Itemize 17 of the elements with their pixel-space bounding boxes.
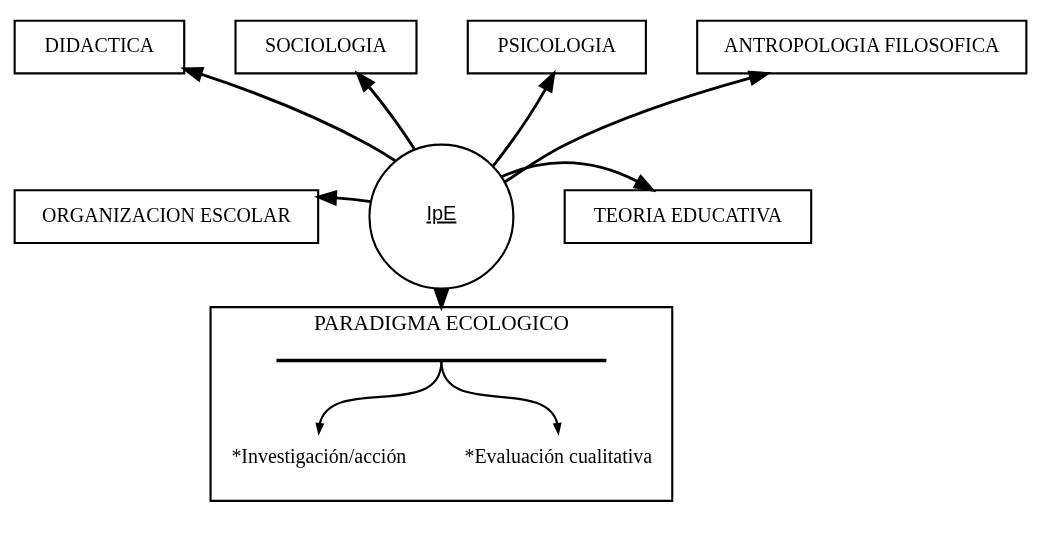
node-box: SOCIOLOGIA — [234, 19, 418, 75]
arrow — [501, 161, 657, 193]
node-box: ANTROPOLOGIA FILOSOFICA — [696, 19, 1028, 75]
arrow — [354, 70, 417, 151]
node-text: *Investigación/acción — [231, 445, 407, 468]
arrow — [180, 66, 396, 162]
arrow — [492, 69, 556, 167]
arrow — [503, 70, 772, 184]
node-box: PSICOLOGIA — [466, 19, 647, 75]
arrow — [314, 190, 371, 206]
node-box: DIDACTICA — [13, 19, 186, 75]
node-text: *Evaluación cualitativa — [464, 445, 653, 468]
node-box: TEORIA EDUCATIVA — [563, 189, 813, 245]
arrow — [440, 361, 562, 436]
node-bar — [276, 358, 607, 363]
node-box: ORGANIZACION ESCOLAR — [13, 189, 320, 245]
arrow — [315, 361, 443, 436]
